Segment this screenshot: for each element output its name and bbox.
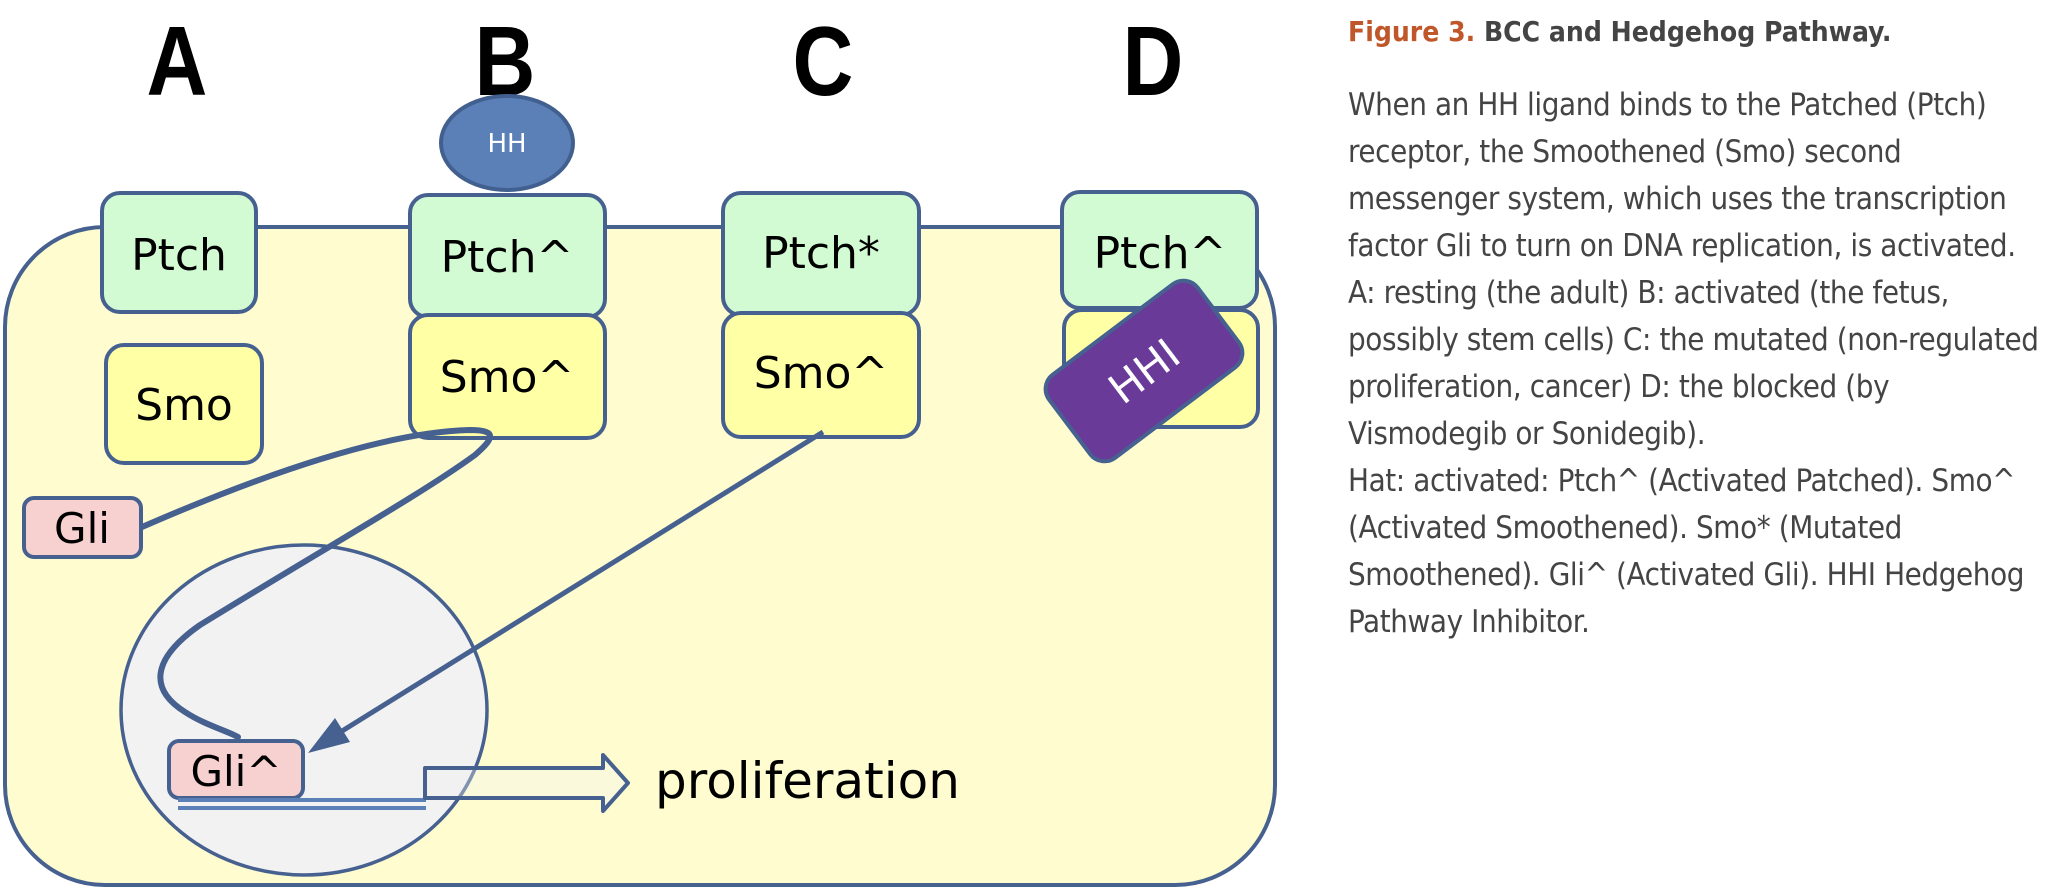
figure-title: BCC and Hedgehog Pathway. [1483, 15, 1892, 48]
gli-inactive-label: Gli [54, 504, 110, 553]
column-label-d: D [1123, 7, 1184, 116]
hh-ligand [439, 94, 575, 192]
smo-label-a: Smo [135, 380, 233, 431]
column-a: Ptch Smo [100, 191, 264, 465]
column-label-c: C [793, 7, 854, 116]
ptch-receptor-a [100, 191, 258, 314]
gli-active-label: Gli^ [190, 747, 281, 796]
smo-a [104, 343, 264, 465]
caption-body: When an HH ligand binds to the Patched (… [1348, 82, 2048, 646]
mutation-arrow-c [316, 429, 825, 749]
figure-number: Figure 3. [1348, 15, 1476, 48]
column-label-a: A [147, 7, 208, 116]
activation-loop-b [139, 426, 494, 740]
proliferation-label: proliferation [655, 752, 960, 810]
caption-title: Figure 3. BCC and Hedgehog Pathway. [1348, 12, 2048, 52]
column-c: Ptch* Smo^ [721, 191, 921, 439]
nucleus [119, 543, 489, 877]
ptch-label-d: Ptch^ [1094, 228, 1227, 279]
caption-paragraph: Hat: activated: Ptch^ (Activated Patched… [1348, 463, 2025, 640]
smo-c [721, 311, 921, 439]
figure-caption: Figure 3. BCC and Hedgehog Pathway. When… [1348, 12, 2048, 646]
hh-ligand-label: HH [487, 129, 526, 159]
hhi-inhibitor: HHI [1043, 278, 1245, 464]
ptch-label-c: Ptch* [762, 228, 880, 279]
smo-b [408, 313, 607, 440]
smo-label-c: Smo^ [754, 348, 889, 399]
ptch-label-b: Ptch^ [441, 232, 574, 283]
smo-label-b: Smo^ [440, 352, 575, 403]
hedgehog-pathway-diagram: A B C D Ptch Smo Ptch^ Smo^ HH Ptch* Smo… [3, 7, 1277, 887]
caption-paragraph: A: resting (the adult) B: activated (the… [1348, 275, 2039, 452]
column-d: Ptch^ HHI [1043, 190, 1260, 464]
ptch-label-a: Ptch [131, 230, 227, 281]
proliferation-arrow [423, 753, 630, 813]
column-b: Ptch^ Smo^ HH [408, 94, 607, 440]
mutation-arrowhead-c [308, 718, 350, 753]
caption-paragraph: When an HH ligand binds to the Patched (… [1348, 87, 2016, 264]
